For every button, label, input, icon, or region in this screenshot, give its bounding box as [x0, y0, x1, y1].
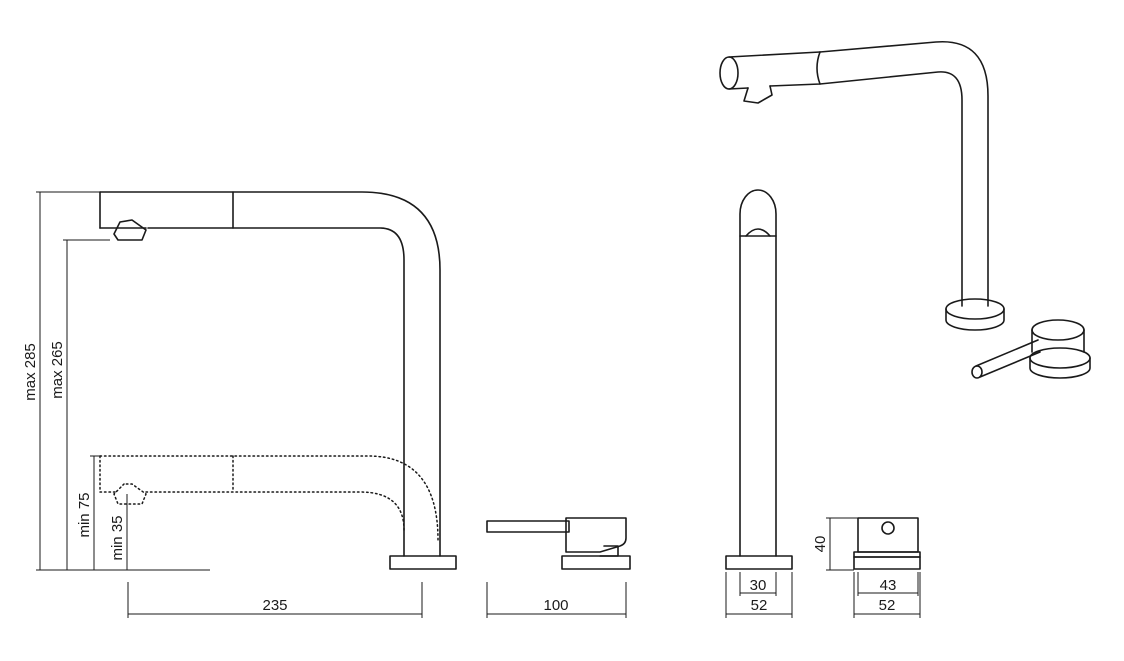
label-30: 30: [750, 577, 767, 594]
mixer-front-view: [853, 517, 921, 570]
label-min-35: min 35: [109, 515, 126, 560]
label-min-75: min 75: [76, 492, 93, 537]
label-52-mixer: 52: [879, 597, 896, 614]
label-100: 100: [543, 597, 568, 614]
spout-base-plate-side: [389, 555, 457, 570]
spout-side-view-raised: [99, 191, 441, 557]
spout-side-view-lowered: [99, 455, 439, 541]
label-235: 235: [262, 597, 287, 614]
dimension-lines: [36, 191, 921, 618]
label-52-spout: 52: [751, 597, 768, 614]
spout-front-view: [725, 189, 793, 570]
label-max-285: max 285: [22, 343, 39, 401]
label-40: 40: [812, 536, 829, 553]
faucet-perspective-view: [719, 41, 1091, 379]
label-43: 43: [880, 577, 897, 594]
label-max-265: max 265: [49, 341, 66, 399]
mixer-side-view: [486, 517, 631, 570]
